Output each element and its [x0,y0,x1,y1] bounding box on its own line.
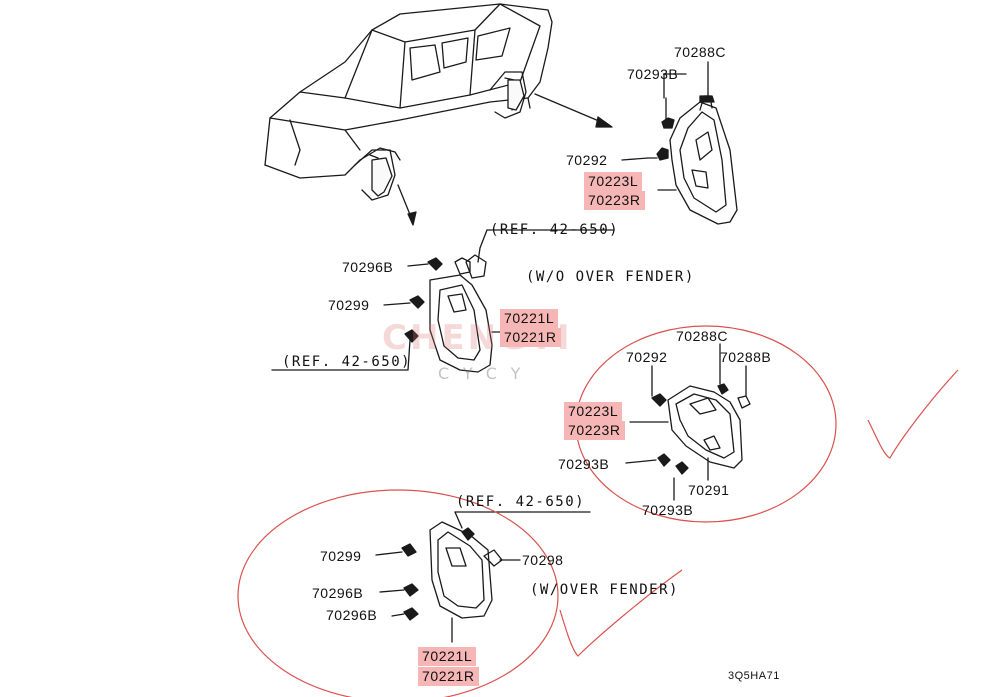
reference-note: (REF. 42-650) [490,222,620,238]
part-number: 70296B [312,585,364,601]
fender-note: (W/O OVER FENDER) [526,269,695,285]
front-mudguard-w [401,521,503,621]
annotation-circle-front [237,489,559,697]
reference-note: (REF. 42-650) [456,494,586,510]
part-number-highlighted: 70221L [418,647,477,666]
part-number-highlighted: 70223R [584,191,645,210]
front-mudguard-wo [404,254,493,373]
part-number: 70296B [326,607,378,623]
part-number-highlighted: 70223L [564,402,623,421]
part-number: 70288C [674,44,727,60]
part-number: 70288B [720,349,772,365]
part-number: 70288C [676,328,729,344]
part-number: 70292 [566,152,608,168]
part-number: 70291 [688,482,730,498]
part-number: 70293B [558,456,610,472]
part-number-highlighted: 70223L [584,172,643,191]
vehicle-outline [264,3,553,201]
part-number-highlighted: 70221L [500,309,559,328]
fender-note: (W/OVER FENDER) [530,582,679,598]
part-number: 70293B [642,502,694,518]
rear-mudguard-w [651,383,751,475]
diagram-code: 3Q5HA71 [728,670,780,682]
watermark-sub: CYCY [438,364,535,383]
annotation-check-2 [559,569,683,657]
part-number: 70298 [522,552,564,568]
part-number: 70299 [320,548,362,564]
part-number: 70299 [328,297,370,313]
part-number: 70292 [626,349,668,365]
annotation-check-1 [867,369,959,459]
part-number-highlighted: 70221R [418,667,479,686]
rear-mudguard-wo [647,95,738,225]
reference-note: (REF. 42-650) [282,354,412,370]
part-number: 70296B [342,259,394,275]
part-number-highlighted: 70223R [564,421,625,440]
part-number: 70293B [627,66,679,82]
part-number-highlighted: 70221R [500,328,561,347]
